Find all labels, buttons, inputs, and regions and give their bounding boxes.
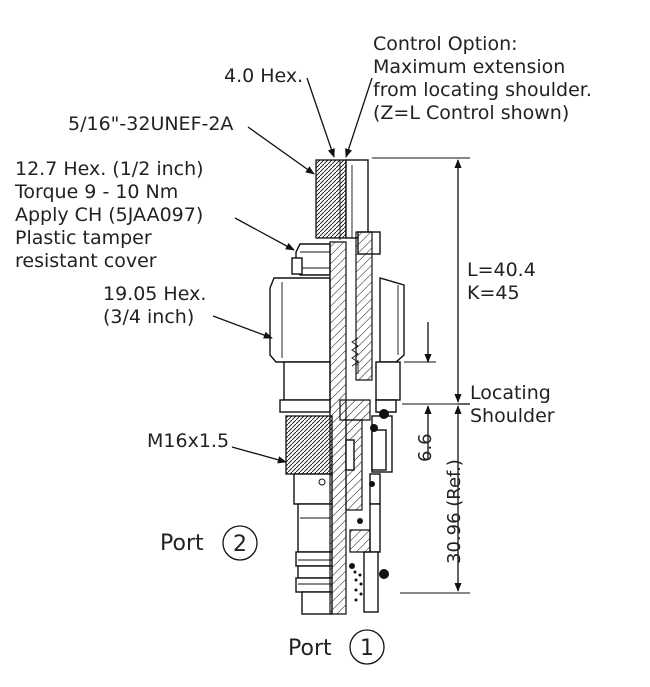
hex-12-7-line: resistant cover: [15, 250, 157, 272]
o-ring: [379, 409, 389, 419]
port-2-number: 2: [233, 532, 247, 557]
hex-12-7-line: 12.7 Hex. (1/2 inch): [15, 158, 204, 180]
port-2-label: Port 2: [160, 525, 258, 561]
length-line: K=45: [467, 282, 520, 304]
hex-19-05-body: [269, 277, 331, 363]
m16-thread: [285, 415, 333, 475]
m16-thread-label: M16x1.5: [147, 430, 229, 452]
callout-leaders: [212, 77, 373, 464]
port-1-label: Port 1: [288, 629, 385, 665]
locating-shoulder-line: Shoulder: [470, 405, 555, 427]
hex-19-05-line: (3/4 inch): [103, 306, 194, 328]
locating-shoulder-line: Locating: [470, 382, 551, 404]
control-option-line: Maximum extension: [373, 56, 565, 78]
length-line: L=40.4: [467, 259, 536, 281]
dimension-lines: [372, 157, 470, 594]
valve-body: [269, 159, 405, 615]
control-option-line: from locating shoulder.: [373, 79, 592, 101]
hex-12-7-line: Apply CH (5JAA097): [15, 204, 203, 226]
o-ring: [369, 481, 375, 487]
hex-19-05-callout: 19.05 Hex. (3/4 inch): [103, 283, 206, 328]
o-ring: [357, 518, 363, 524]
port-2-text: Port: [160, 531, 204, 556]
top-thread-stem: [315, 159, 347, 239]
o-ring: [370, 424, 378, 432]
control-option-callout: Control Option: Maximum extension from l…: [373, 33, 592, 124]
control-option-line: Control Option:: [373, 33, 518, 55]
port-2-circle: [222, 525, 258, 561]
hex-12-7-callout: 12.7 Hex. (1/2 inch) Torque 9 - 10 Nm Ap…: [14, 158, 204, 272]
dim-6-6-label: 6.6: [415, 433, 436, 462]
port-1-circle: [349, 629, 385, 665]
port-1-number: 1: [360, 636, 374, 661]
control-option-line: (Z=L Control shown): [373, 102, 569, 124]
length-callout: L=40.4 K=45: [467, 259, 536, 304]
dim-30-96-label: 30.96 (Ref.): [444, 459, 465, 564]
o-ring: [379, 569, 389, 579]
spring: [351, 337, 359, 374]
hex-19-05-line: 19.05 Hex.: [103, 283, 206, 305]
o-ring: [349, 563, 355, 569]
locating-shoulder-callout: Locating Shoulder: [470, 382, 555, 427]
port-1-text: Port: [288, 636, 332, 661]
thread-top-label: 5/16"-32UNEF-2A: [68, 113, 233, 135]
hex-12-7-line: Plastic tamper: [15, 227, 152, 249]
hex-12-7-line: Torque 9 - 10 Nm: [14, 181, 178, 203]
hex-4-label: 4.0 Hex.: [224, 65, 303, 87]
